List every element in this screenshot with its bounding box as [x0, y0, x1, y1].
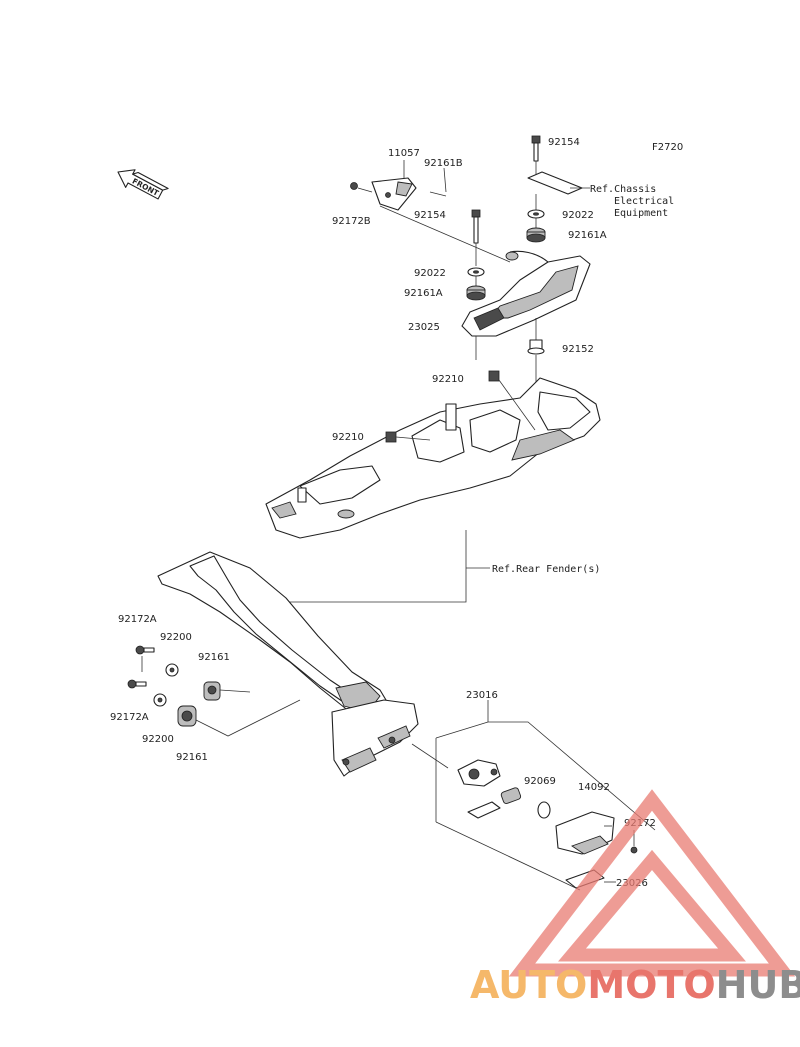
rear-fender: [265, 377, 601, 539]
license-bracket: [157, 551, 419, 777]
license-light-housing: [457, 759, 501, 787]
watermark-logo: AUTOMOTOHUB: [470, 789, 800, 1007]
ref-rear-fender: Ref.Rear Fender(s): [492, 564, 600, 575]
clip-92210-top-icon: [488, 370, 500, 382]
label-92172B: 92172B: [332, 216, 371, 227]
grommet-92161-top-icon: [203, 681, 221, 701]
tail-cover-23025: [461, 250, 591, 337]
label-92161A-left: 92161A: [404, 288, 443, 299]
grommet-92161-bot-icon: [177, 705, 197, 727]
watermark-moto: MOTO: [587, 963, 715, 1007]
ref-chassis-line3: Equipment: [614, 208, 668, 219]
chassis-strip: [527, 171, 583, 195]
watermark-triangle-icon: [508, 789, 796, 977]
front-arrow-icon: FRONT: [117, 169, 169, 200]
label-92069: 92069: [524, 776, 556, 787]
label-92210-top: 92210: [432, 374, 464, 385]
bolt-92172A-top-icon: [135, 645, 155, 655]
label-92154-top: 92154: [548, 137, 580, 148]
label-92172A-bot: 92172A: [110, 712, 149, 723]
label-92161-bot: 92161: [176, 752, 208, 763]
label-92200-top: 92200: [160, 632, 192, 643]
collar-92152-icon: [527, 339, 545, 355]
label-92022-left: 92022: [414, 268, 446, 279]
bolt-92154-mid-icon: [471, 209, 481, 244]
watermark-auto: AUTO: [470, 963, 587, 1007]
screw-92172-icon: [630, 846, 638, 854]
reference-labels: Ref.Chassis Electrical Equipment Ref.Rea…: [492, 184, 674, 575]
label-92161-top: 92161: [198, 652, 230, 663]
bolt-92154-top-icon: [531, 135, 541, 162]
socket-icon: [467, 787, 522, 819]
diagram-code: F2720: [652, 142, 683, 153]
lens-14092: [555, 811, 615, 855]
label-92152: 92152: [562, 344, 594, 355]
label-92161B: 92161B: [424, 158, 463, 169]
ref-chassis-line1: Ref.Chassis: [590, 184, 656, 195]
label-11057: 11057: [388, 148, 420, 159]
svg-text:AUTOMOTOHUB: AUTOMOTOHUB: [470, 963, 800, 1007]
label-23025: 23025: [408, 322, 440, 333]
watermark-hub: HUB: [716, 963, 800, 1007]
grommet-92161A-right-icon: [526, 227, 546, 243]
grommet-92161A-left-icon: [466, 285, 486, 301]
bracket-11057: [350, 177, 447, 211]
label-23016: 23016: [466, 690, 498, 701]
label-92200-bot: 92200: [142, 734, 174, 745]
bolt-92172B-icon: [350, 182, 358, 190]
label-92161A-right: 92161A: [568, 230, 607, 241]
bolt-92172A-bot-icon: [127, 679, 147, 689]
label-92154-mid: 92154: [414, 210, 446, 221]
label-92172A-top: 92172A: [118, 614, 157, 625]
label-14092: 14092: [578, 782, 610, 793]
label-92210-left: 92210: [332, 432, 364, 443]
bulb-92069-icon: [537, 801, 551, 819]
clip-92210-left-icon: [385, 431, 397, 443]
ref-chassis-line2: Electrical: [614, 196, 674, 207]
label-92022-right: 92022: [562, 210, 594, 221]
